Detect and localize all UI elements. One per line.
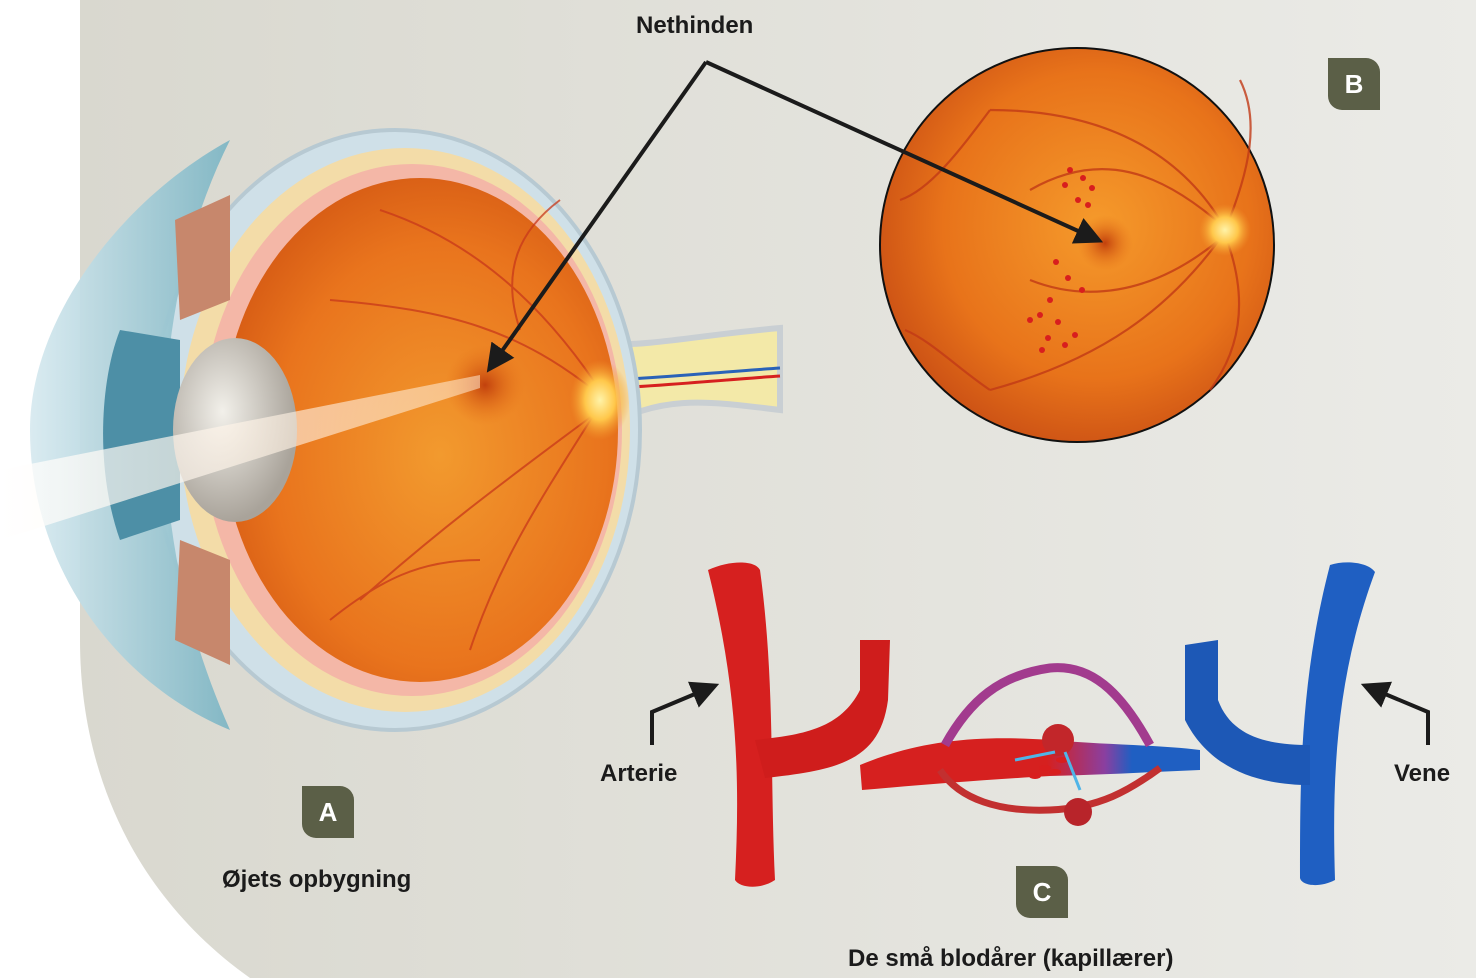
eye-structure-label: Øjets opbygning bbox=[222, 866, 411, 894]
artery-label: Arterie bbox=[600, 760, 677, 788]
capillaries-label: De små blodårer (kapillærer) bbox=[848, 945, 1173, 973]
badge-a: A bbox=[302, 786, 354, 838]
badge-c: C bbox=[1016, 866, 1068, 918]
retina-fundus bbox=[880, 48, 1274, 442]
vein-label: Vene bbox=[1394, 760, 1450, 788]
retina-label: Nethinden bbox=[636, 12, 753, 40]
badge-b: B bbox=[1328, 58, 1380, 110]
